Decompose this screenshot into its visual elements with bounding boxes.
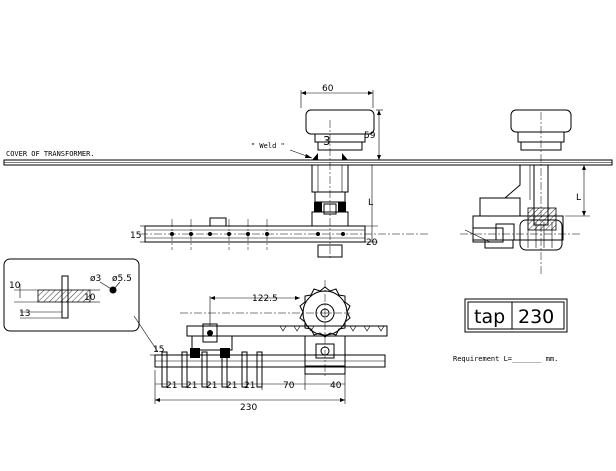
dim-detail-10-top: 10 (9, 281, 21, 291)
dim-right-20: 20 (366, 238, 378, 248)
dim-small-3: 3 (323, 134, 331, 148)
dim-70: 70 (283, 381, 295, 391)
weld-label: " Weld " (251, 142, 285, 150)
cover-label: COVER OF TRANSFORMER. (6, 150, 95, 158)
dim-230: 230 (240, 403, 257, 413)
dim-left-15: 15 (130, 231, 141, 241)
front-view: 60 59 3 " Weld " (130, 84, 430, 260)
tap-box: tap 230 (464, 298, 568, 333)
side-view: L (460, 109, 590, 275)
dim-detail-13: 13 (19, 309, 30, 319)
dim-bottom-15: 15 (153, 345, 164, 355)
plate-teeth (279, 325, 385, 332)
dim-detail-10-mid: 10 (84, 293, 96, 303)
dim-pitch-3: 21 (206, 381, 217, 391)
dim-detail-phi5-5: ø5.5 (112, 274, 132, 284)
dim-width-top: 60 (322, 84, 334, 94)
dim-40: 40 (330, 381, 342, 391)
dim-length-side: L (576, 193, 581, 203)
dim-pitch-4: 21 (226, 381, 237, 391)
top-view: 122.5 15 21 21 21 21 21 70 40 230 (150, 280, 388, 413)
transformer-cover (3, 159, 613, 166)
dim-height-top: 59 (364, 131, 376, 141)
dim-pitch-1: 21 (166, 381, 177, 391)
detail-view: 10 13 10 ø3 ø5.5 (3, 258, 159, 353)
dim-pitch-2: 21 (186, 381, 197, 391)
tap-label: tap (474, 306, 505, 328)
dim-length-front: L (368, 198, 373, 208)
tap-value: 230 (518, 306, 554, 328)
dim-detail-phi3: ø3 (90, 274, 101, 284)
top-plate (186, 325, 388, 337)
dim-122-5: 122.5 (252, 294, 278, 304)
requirement-text: Requirement L=_______ mm. (453, 355, 558, 363)
dim-pitch-5: 21 (244, 381, 255, 391)
